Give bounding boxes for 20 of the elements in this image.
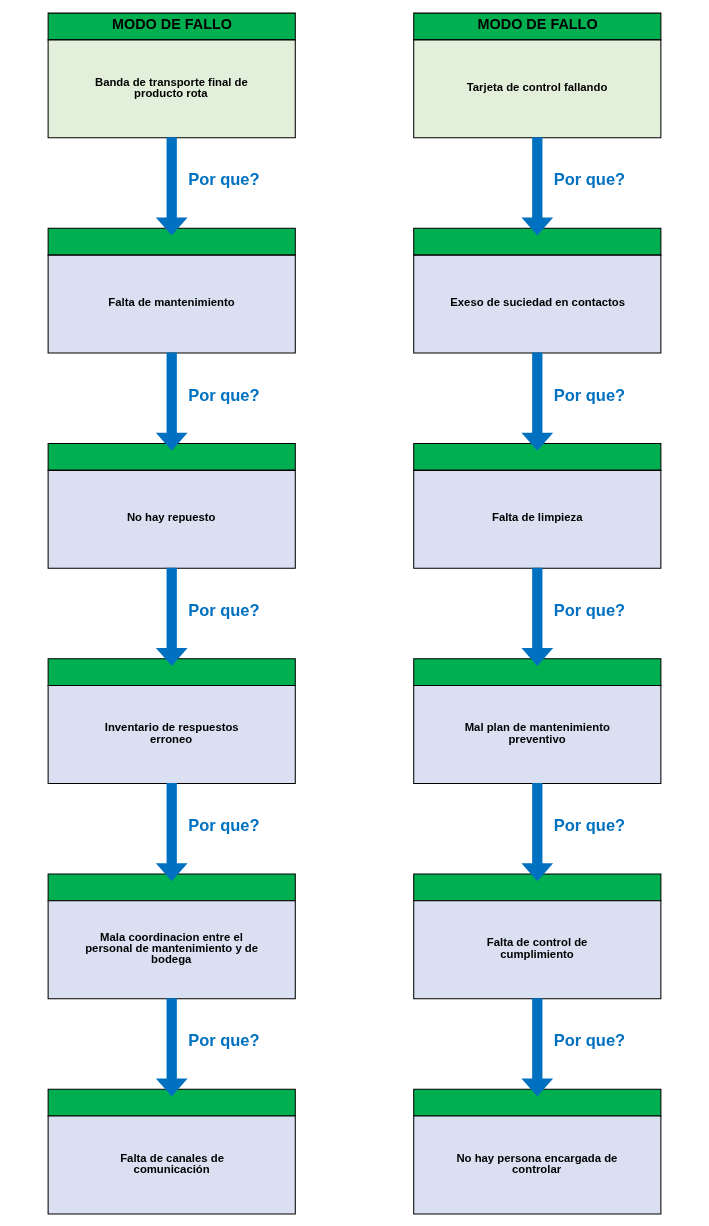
arrow <box>155 998 188 1097</box>
arrow <box>521 998 554 1097</box>
edge-label: Por que? <box>553 816 626 835</box>
arrow <box>521 137 554 236</box>
arrow <box>155 783 188 882</box>
edge-label: Por que? <box>188 170 260 189</box>
edge-label: Por que? <box>553 600 626 619</box>
arrow <box>521 352 554 451</box>
arrow <box>521 567 554 667</box>
edge-label: Por que? <box>553 1031 626 1050</box>
arrow <box>155 352 188 451</box>
edge-label: Por que? <box>188 816 260 835</box>
edge-label: Por que? <box>553 385 626 404</box>
arrow <box>155 567 188 667</box>
edge-label: Por que? <box>188 600 260 619</box>
edge-label: Por que? <box>188 1031 260 1050</box>
arrow <box>521 783 554 882</box>
arrow <box>155 137 188 236</box>
edge-label: Por que? <box>188 385 260 404</box>
edge-label: Por que? <box>553 170 626 189</box>
